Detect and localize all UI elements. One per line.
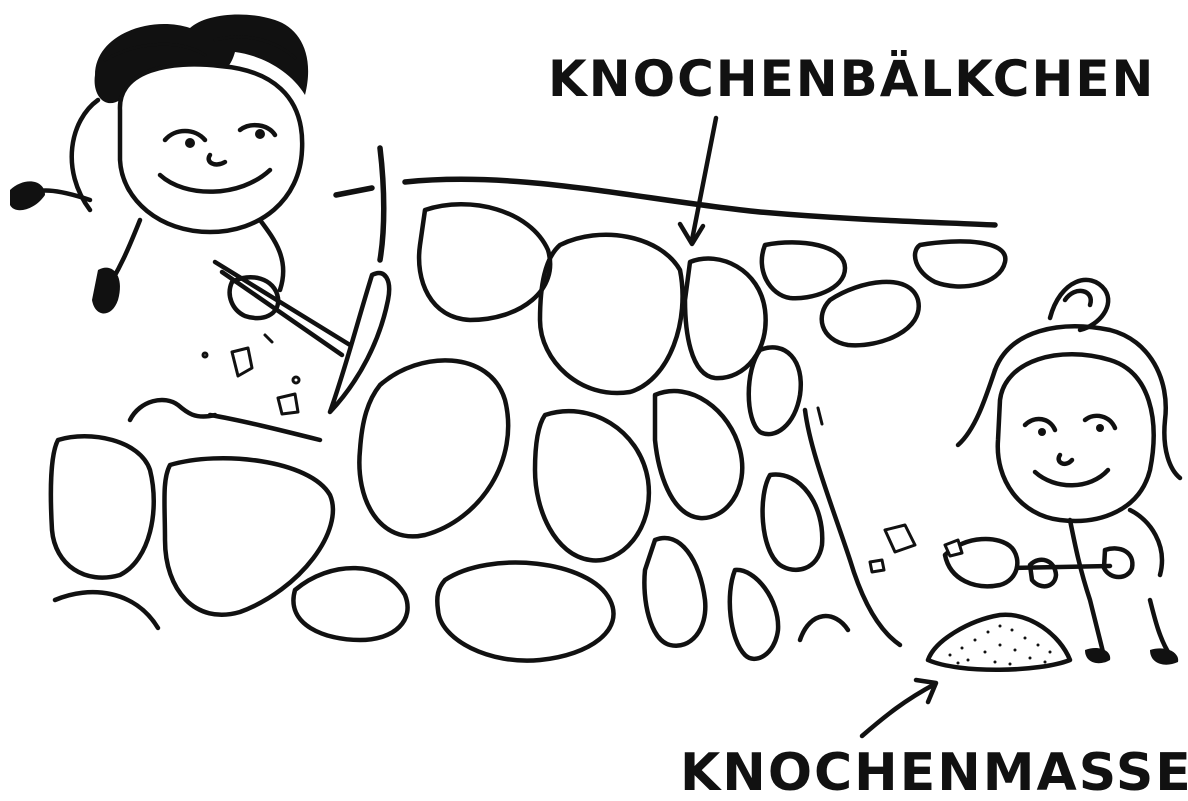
character-right: [958, 280, 1180, 665]
bone-mass-label: KNOCHENMASSE: [680, 743, 1188, 801]
trabeculae-label: KNOCHENBÄLKCHEN: [548, 50, 1155, 108]
bone-structure: [51, 179, 1005, 660]
bone-mass-arrow: [862, 680, 936, 736]
trabeculae-arrow: [680, 118, 716, 244]
character-left: [10, 14, 308, 318]
bone-dust-pile: [928, 615, 1070, 670]
